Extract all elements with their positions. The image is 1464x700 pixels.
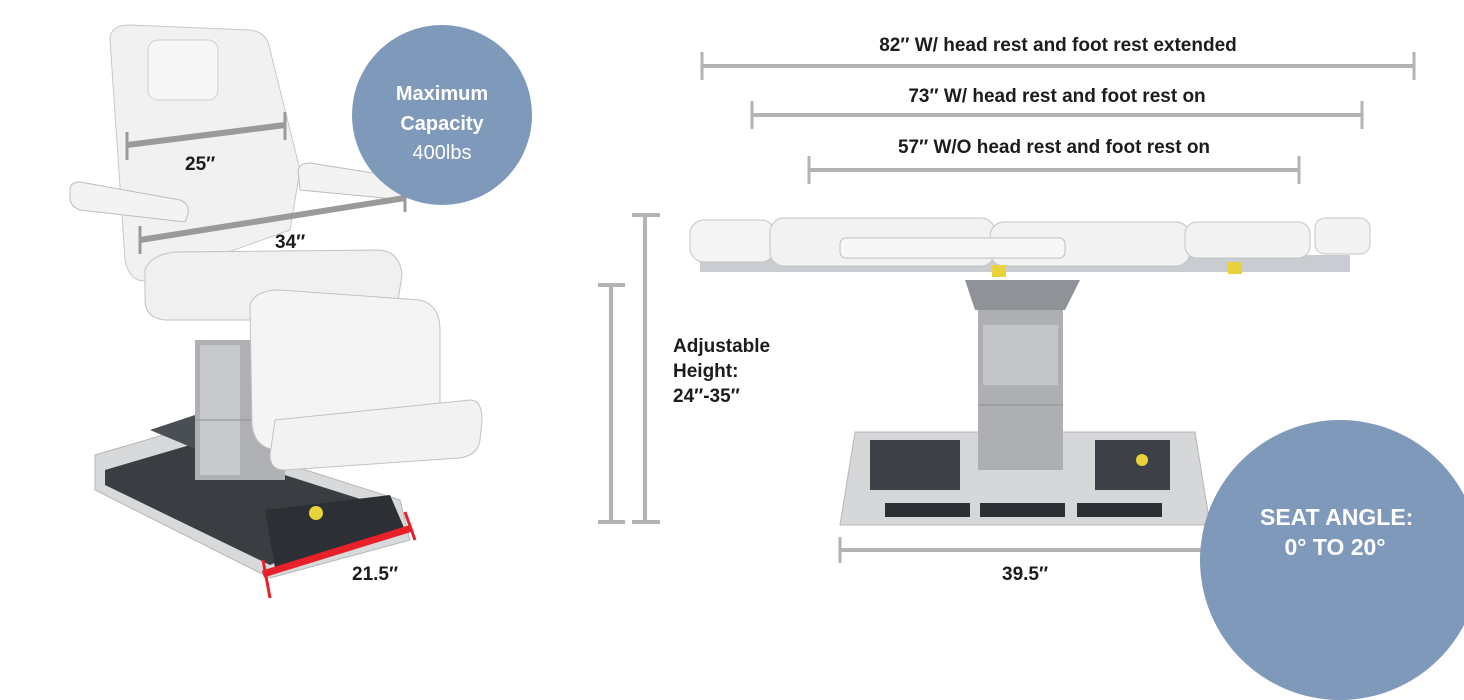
seat-angle-line1: SEAT ANGLE: [1260, 504, 1414, 530]
adjustable-height-label: Adjustable Height: 24″-35″ [673, 334, 770, 409]
arm-width-label: 34″ [275, 232, 306, 253]
length-without-label: 57″ W/O head rest and foot rest on [897, 137, 1211, 158]
base-length-label: 39.5″ [1002, 564, 1049, 585]
capacity-value: 400lbs [412, 142, 472, 164]
length-extended-label: 82″ W/ head rest and foot rest extended [879, 35, 1237, 56]
capacity-title-line2: Capacity [400, 113, 484, 135]
base-width-label: 21.5″ [352, 564, 399, 585]
capacity-title-line1: Maximum [395, 83, 489, 105]
product-illustrations [69, 24, 1416, 599]
height-line2: Height: [673, 361, 739, 382]
height-line3: 24″-35″ [673, 386, 740, 407]
chair-image [69, 24, 483, 599]
table-image [689, 217, 1371, 526]
height-line1: Adjustable [673, 336, 771, 357]
seat-angle-line2: 0° TO 20° [1284, 534, 1386, 560]
length-on-label: 73″ W/ head rest and foot rest on [908, 86, 1206, 107]
capacity-badge: Maximum Capacity 400lbs [352, 25, 532, 205]
length-dimension-lines [700, 52, 1416, 563]
back-width-label: 25″ [185, 154, 216, 175]
height-dimension-lines [598, 213, 660, 524]
seat-angle-badge: SEAT ANGLE: 0° TO 20° [1200, 420, 1464, 700]
